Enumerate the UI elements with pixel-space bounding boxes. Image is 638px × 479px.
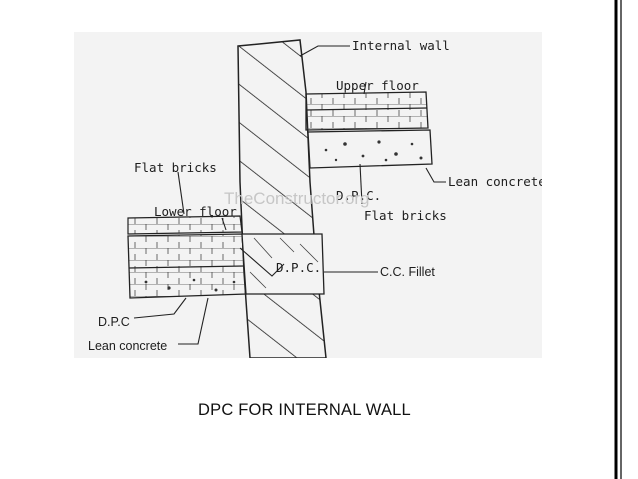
label-lower-floor: Lower floor xyxy=(154,204,237,219)
watermark: TheConstructor.org xyxy=(224,189,370,208)
dpc-diagram: Internal wall Upper floor Lean concrete … xyxy=(74,32,542,358)
dpc-diagram-drawing: Internal wall Upper floor Lean concrete … xyxy=(88,38,542,358)
upper-floor-slab xyxy=(305,91,433,169)
label-lean-concrete-left: Lean concrete xyxy=(88,339,167,353)
label-lean-concrete-right: Lean concrete xyxy=(448,174,542,189)
label-dpc-center: D.P.C. xyxy=(276,260,321,275)
dpc-fillet xyxy=(241,233,325,295)
slide-right-border xyxy=(614,0,622,479)
label-upper-floor: Upper floor xyxy=(336,78,419,93)
leader-lines xyxy=(133,45,446,345)
label-flat-bricks-right: Flat bricks xyxy=(364,208,447,223)
label-dpc-middle: D.P.C. xyxy=(336,188,381,203)
label-internal-wall: Internal wall xyxy=(352,38,450,53)
slide-caption: DPC FOR INTERNAL WALL xyxy=(198,401,411,419)
label-cc-fillet: C.C. Fillet xyxy=(380,265,435,279)
label-dpc-left: D.P.C xyxy=(98,315,130,329)
label-flat-bricks-left: Flat bricks xyxy=(134,160,217,175)
lower-floor-slab xyxy=(127,215,247,299)
